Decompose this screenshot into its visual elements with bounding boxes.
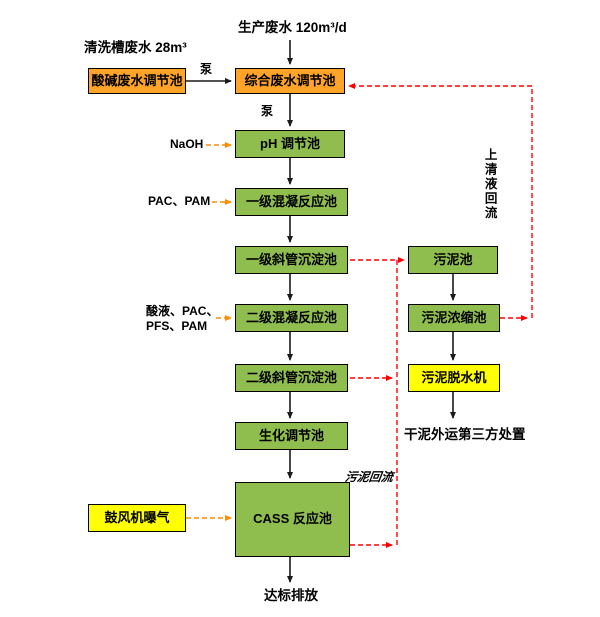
node-sludge-dewaterer: 污泥脱水机 xyxy=(408,364,500,392)
node-biochemical-tank: 生化调节池 xyxy=(235,422,348,450)
node-sedimentation-2: 二级斜管沉淀池 xyxy=(235,364,348,392)
production-wastewater-label: 生产废水 120m³/d xyxy=(238,20,347,35)
discharge-label: 达标排放 xyxy=(264,588,318,603)
supernatant-reflux-label: 上清液回流 xyxy=(482,148,497,221)
node-blower-aeration: 鼓风机曝气 xyxy=(88,504,186,532)
cleaning-tank-wastewater-label: 清洗槽废水 28m³ xyxy=(84,40,187,55)
node-sedimentation-1: 一级斜管沉淀池 xyxy=(235,246,348,274)
node-sludge-thickener: 污泥浓缩池 xyxy=(408,304,500,332)
node-sludge-tank: 污泥池 xyxy=(408,246,498,274)
node-comprehensive-tank: 综合废水调节池 xyxy=(235,68,345,94)
pac-pam-dosing-label: PAC、PAM xyxy=(148,194,211,208)
pump-label-1: 泵 xyxy=(200,62,213,76)
node-acid-alkali-tank: 酸碱废水调节池 xyxy=(88,68,186,94)
pump-label-2: 泵 xyxy=(261,104,274,118)
acid-pac-pfs-pam-dosing-label: 酸液、PAC、 PFS、PAM xyxy=(146,304,219,333)
sludge-reflux-label: 污泥回流 xyxy=(344,470,395,484)
node-coagulation-2: 二级混凝反应池 xyxy=(235,304,348,332)
naoh-dosing-label: NaOH xyxy=(170,137,204,151)
node-cass-tank: CASS 反应池 xyxy=(235,482,350,557)
node-ph-tank: pH 调节池 xyxy=(235,130,345,158)
dry-sludge-disposal-label: 干泥外运第三方处置 xyxy=(404,427,526,442)
node-coagulation-1: 一级混凝反应池 xyxy=(235,188,348,216)
